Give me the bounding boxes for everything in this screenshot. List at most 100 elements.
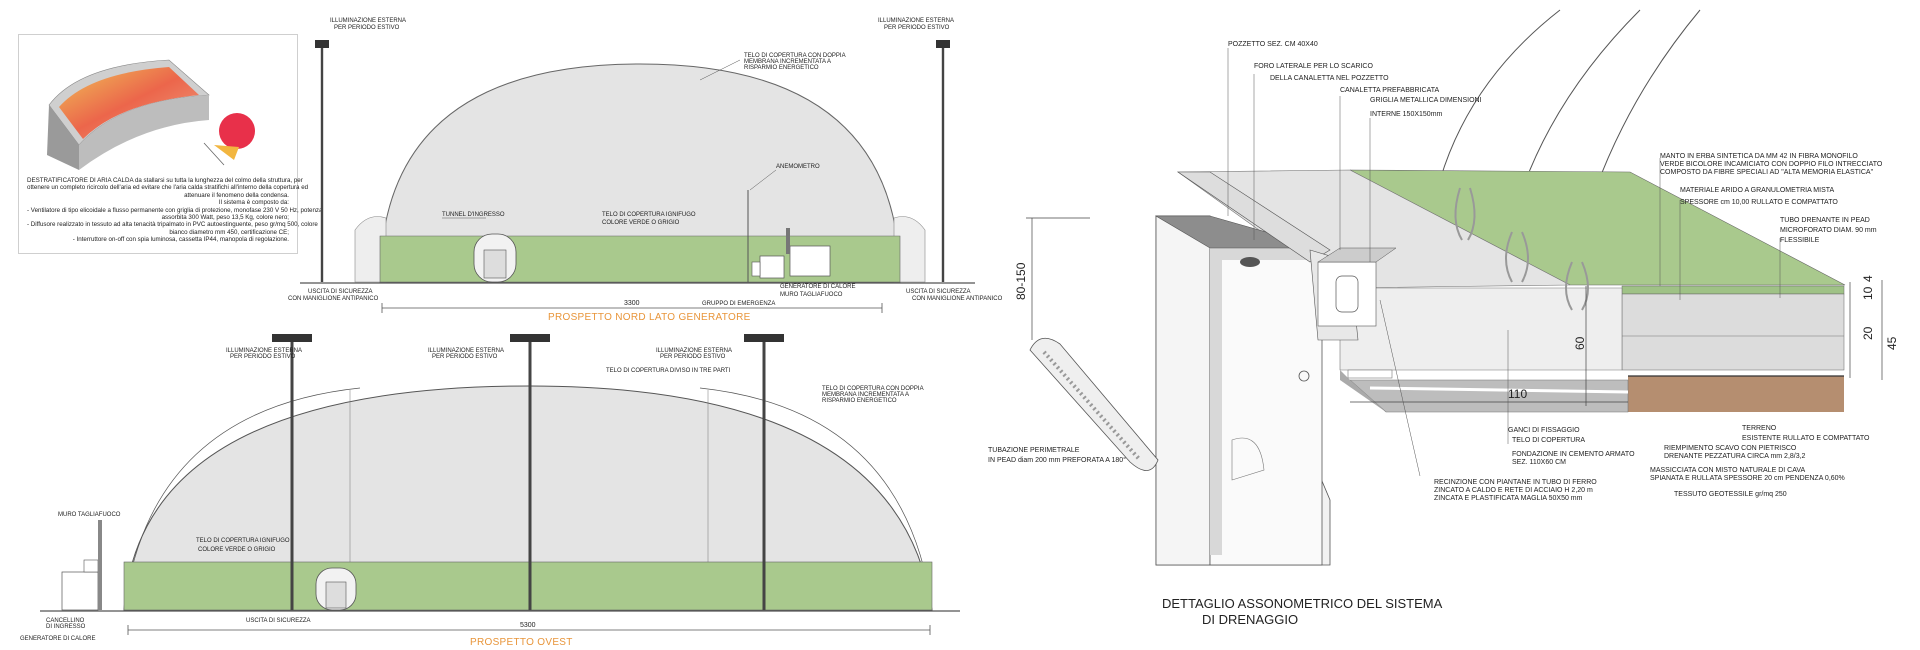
west-elevation: 5300 PROSPETTO OVEST ILLUMINAZIONE ESTER… (20, 334, 960, 648)
svg-text:CON MANIGLIONE ANTIPANICO: CON MANIGLIONE ANTIPANICO (912, 296, 1003, 302)
svg-text:MICROFORATO DIAM. 90 mm: MICROFORATO DIAM. 90 mm (1780, 227, 1877, 234)
north-dome (379, 63, 901, 283)
svg-text:MASSICCIATA CON MISTO NATURALE: MASSICCIATA CON MISTO NATURALE DI CAVA (1650, 467, 1806, 474)
west-light-pole-1 (272, 334, 312, 610)
svg-text:MURO TAGLIAFUOCO: MURO TAGLIAFUOCO (58, 512, 121, 518)
gravel-layer (1621, 293, 1845, 371)
svg-text:TELO DI COPERTURA: TELO DI COPERTURA (1512, 437, 1585, 444)
north-side-cap-right (893, 216, 926, 283)
svg-text:ZINCATA E PLASTIFICATA MAGLIA: ZINCATA E PLASTIFICATA MAGLIA 50X50 mm (1434, 495, 1583, 502)
svg-text:TESSUTO GEOTESSILE gr/mq 250: TESSUTO GEOTESSILE gr/mq 250 (1674, 491, 1787, 498)
svg-text:MEMBRANA INCREMENTATA A: MEMBRANA INCREMENTATA A (744, 59, 831, 65)
west-green-skirt (123, 561, 933, 611)
north-elevation: 3300 PROSPETTO NORD LATO GENERATORE ILLU… (288, 18, 1003, 323)
svg-text:FONDAZIONE IN CEMENTO ARMATO: FONDAZIONE IN CEMENTO ARMATO (1512, 451, 1635, 458)
north-elevation-title: PROSPETTO NORD LATO GENERATORE (548, 312, 751, 323)
svg-text:FLESSIBILE: FLESSIBILE (1780, 237, 1820, 244)
svg-text:MURO TAGLIAFUOCO: MURO TAGLIAFUOCO (780, 292, 843, 298)
destratifier-description: DESTRATIFICATORE DI ARIA CALDA da stalla… (27, 177, 323, 244)
drainage-title-line-1: DETTAGLIO ASSONOMETRICO DEL SISTEMA (1162, 596, 1443, 611)
svg-text:TELO DI COPERTURA IGNIFUGO: TELO DI COPERTURA IGNIFUGO (602, 212, 696, 218)
svg-text:TUBAZIONE PERIMETRALE: TUBAZIONE PERIMETRALE (988, 447, 1080, 454)
svg-text:CON MANIGLIONE ANTIPANICO: CON MANIGLIONE ANTIPANICO (288, 296, 379, 302)
north-heat-generator (789, 245, 831, 277)
svg-text:VERDE BICOLORE INCAMICIATO CON: VERDE BICOLORE INCAMICIATO CON DOPPIO FI… (1660, 161, 1883, 168)
svg-text:COLORE VERDE O GRIGIO: COLORE VERDE O GRIGIO (602, 220, 680, 226)
svg-text:TELO DI COPERTURA CON DOPPIA: TELO DI COPERTURA CON DOPPIA (744, 53, 846, 59)
svg-text:ANEMOMETRO: ANEMOMETRO (776, 164, 820, 170)
svg-text:ILLUMINAZIONE ESTERNA: ILLUMINAZIONE ESTERNA (656, 348, 732, 354)
dim-10: 10 (1861, 286, 1875, 300)
destratifier-info-box: DESTRATIFICATORE DI ARIA CALDA da stalla… (18, 34, 323, 254)
svg-text:GENERATORE DI CALORE: GENERATORE DI CALORE (20, 636, 95, 642)
svg-text:RECINZIONE CON PIANTANE IN TUB: RECINZIONE CON PIANTANE IN TUBO DI FERRO (1434, 479, 1597, 486)
svg-text:DI INGRESSO: DI INGRESSO (46, 624, 86, 630)
drainage-detail: 80-150 60 110 10 4 20 45 POZZETTO SEZ. C… (988, 9, 1899, 627)
svg-text:USCITA DI SICUREZZA: USCITA DI SICUREZZA (246, 618, 311, 624)
dim-45: 45 (1885, 336, 1899, 350)
svg-text:TELO DI COPERTURA DIVISO IN TR: TELO DI COPERTURA DIVISO IN TRE PARTI (606, 368, 731, 374)
svg-text:TELO DI COPERTURA CON DOPPIA: TELO DI COPERTURA CON DOPPIA (822, 386, 924, 392)
concrete-foundation (1339, 287, 1623, 371)
svg-text:GANCI DI FISSAGGIO: GANCI DI FISSAGGIO (1508, 427, 1580, 434)
west-dimension-value: 5300 (520, 622, 536, 629)
svg-text:IN PEAD diam 200 mm PREFORATA: IN PEAD diam 200 mm PREFORATA A 180° (988, 456, 1126, 464)
west-light-pole-2 (510, 334, 550, 610)
svg-text:MATERIALE ARIDO A GRANULOMETRI: MATERIALE ARIDO A GRANULOMETRIA MISTA (1680, 187, 1834, 194)
svg-text:POZZETTO SEZ. CM 40X40: POZZETTO SEZ. CM 40X40 (1228, 41, 1318, 48)
north-dimension-value: 3300 (624, 300, 640, 307)
svg-text:COMPOSTO DA FIBRE SPECIALI AD: COMPOSTO DA FIBRE SPECIALI AD "ALTA MEMO… (1660, 169, 1874, 176)
north-light-pole-right (936, 40, 950, 282)
svg-text:COLORE VERDE O GRIGIO: COLORE VERDE O GRIGIO (198, 547, 276, 553)
svg-text:PER PERIODO ESTIVO: PER PERIODO ESTIVO (660, 354, 726, 360)
svg-text:CANALETTA PREFABBRICATA: CANALETTA PREFABBRICATA (1340, 87, 1440, 94)
svg-text:ZINCATO A CALDO E RETE DI ACCI: ZINCATO A CALDO E RETE DI ACCIAIO H 2,20… (1434, 487, 1593, 494)
svg-text:SPESSORE cm 10,00 RULLATO E CO: SPESSORE cm 10,00 RULLATO E COMPATTATO (1680, 199, 1838, 206)
svg-text:TERRENO: TERRENO (1742, 425, 1777, 432)
north-light-pole-left (315, 40, 329, 282)
svg-text:DRENANTE PEZZATURA CIRCA mm 2,: DRENANTE PEZZATURA CIRCA mm 2,8/3,2 (1664, 453, 1806, 460)
svg-text:RISPARMIO ENERGETICO: RISPARMIO ENERGETICO (822, 398, 897, 404)
fixing-hooks (1454, 187, 1476, 241)
svg-text:GRUPPO DI EMERGENZA: GRUPPO DI EMERGENZA (702, 301, 775, 307)
svg-text:SEZ. 110X60 CM: SEZ. 110X60 CM (1512, 459, 1566, 466)
svg-text:MEMBRANA INCREMENTATA A: MEMBRANA INCREMENTATA A (822, 392, 909, 398)
drainage-title-line-2: DI DRENAGGIO (1202, 612, 1298, 627)
svg-text:TUNNEL D'INGRESSO: TUNNEL D'INGRESSO (442, 212, 505, 218)
svg-text:USCITA DI SICUREZZA: USCITA DI SICUREZZA (308, 289, 373, 295)
svg-text:ILLUMINAZIONE ESTERNA: ILLUMINAZIONE ESTERNA (330, 18, 406, 24)
svg-text:INTERNE 150X150mm: INTERNE 150X150mm (1370, 111, 1443, 118)
dim-4: 4 (1861, 275, 1875, 282)
svg-text:GRIGLIA METALLICA DIMENSIONI: GRIGLIA METALLICA DIMENSIONI (1370, 97, 1482, 104)
dim-80-150: 80-150 (1014, 262, 1028, 300)
svg-text:PER PERIODO ESTIVO: PER PERIODO ESTIVO (884, 25, 950, 31)
soil-layer (1628, 376, 1844, 412)
north-side-cap-left (354, 216, 387, 283)
fence-curve-1 (1439, 9, 1561, 181)
svg-text:SPIANATA E RULLATA SPESSORE 20: SPIANATA E RULLATA SPESSORE 20 cm PENDEN… (1650, 475, 1845, 482)
svg-text:PER PERIODO ESTIVO: PER PERIODO ESTIVO (334, 25, 400, 31)
west-elevation-title: PROSPETTO OVEST (470, 637, 573, 648)
svg-text:ILLUMINAZIONE ESTERNA: ILLUMINAZIONE ESTERNA (878, 18, 954, 24)
svg-text:FORO LATERALE PER LO SCARICO: FORO LATERALE PER LO SCARICO (1254, 63, 1373, 70)
svg-text:ILLUMINAZIONE ESTERNA: ILLUMINAZIONE ESTERNA (226, 348, 302, 354)
dim-60: 60 (1573, 336, 1587, 350)
svg-text:ESISTENTE RULLATO E COMPATTATO: ESISTENTE RULLATO E COMPATTATO (1742, 435, 1870, 442)
west-light-pole-3 (744, 334, 784, 610)
svg-text:PER PERIODO ESTIVO: PER PERIODO ESTIVO (230, 354, 296, 360)
svg-text:RISPARMIO ENERGETICO: RISPARMIO ENERGETICO (744, 65, 819, 71)
svg-text:TUBO DRENANTE IN PEAD: TUBO DRENANTE IN PEAD (1780, 217, 1870, 224)
svg-text:GENERATORE DI CALORE: GENERATORE DI CALORE (780, 284, 855, 290)
west-heat-generator (61, 571, 99, 611)
west-firewall (98, 520, 102, 610)
svg-text:DELLA CANALETTA NEL POZZETTO: DELLA CANALETTA NEL POZZETTO (1270, 75, 1389, 82)
svg-text:TELO DI COPERTURA IGNIFUGO: TELO DI COPERTURA IGNIFUGO (196, 538, 290, 544)
svg-text:MANTO IN ERBA SINTETICA DA MM: MANTO IN ERBA SINTETICA DA MM 42 IN FIBR… (1660, 153, 1858, 160)
dim-110: 110 (1508, 387, 1527, 401)
svg-text:PER PERIODO ESTIVO: PER PERIODO ESTIVO (432, 354, 498, 360)
svg-text:CANCELLINO: CANCELLINO (46, 618, 85, 624)
destratifier-illustration (47, 59, 255, 170)
svg-text:RIEMPIMENTO SCAVO CON PIETRISC: RIEMPIMENTO SCAVO CON PIETRISCO (1664, 445, 1797, 452)
dim-20: 20 (1861, 326, 1875, 340)
